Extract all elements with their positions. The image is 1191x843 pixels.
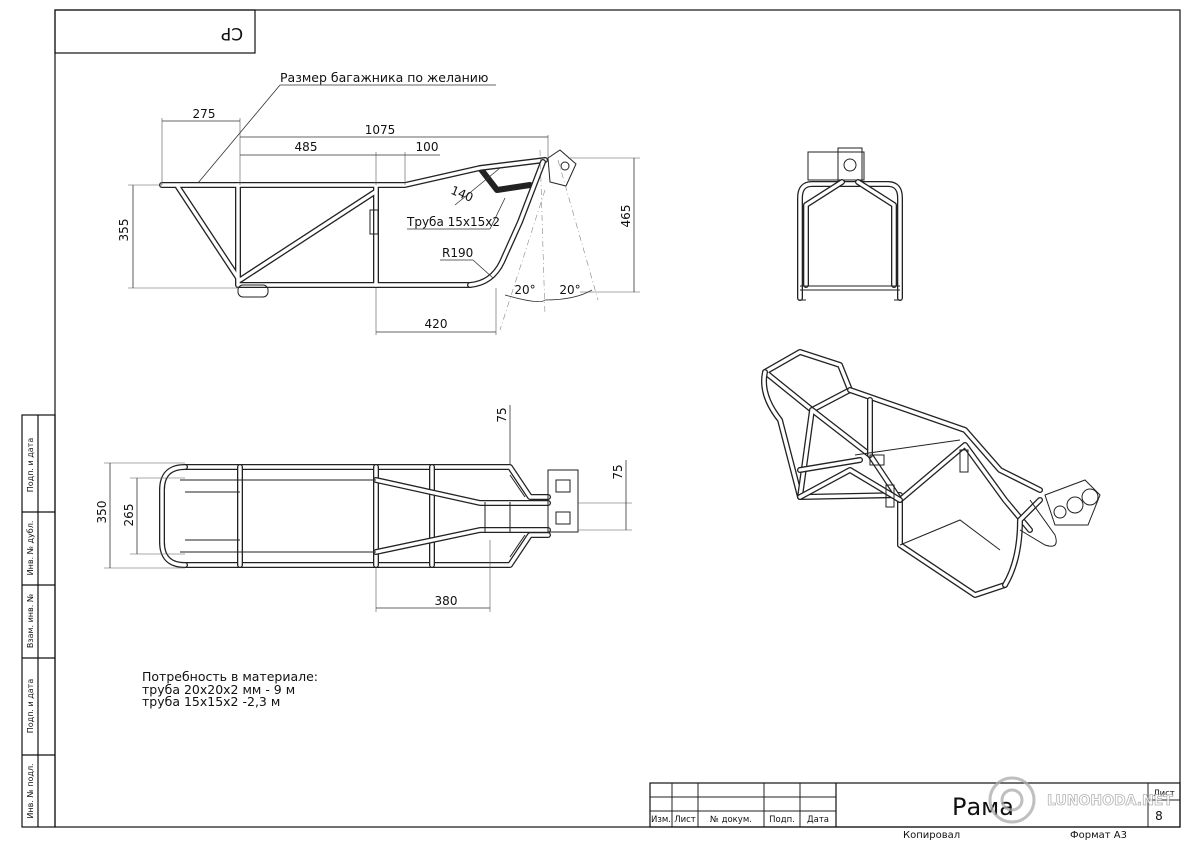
watermark: LUNOHODA.NET	[988, 776, 1174, 824]
side-stamp-1: Подп. и дата	[26, 438, 35, 493]
dim-380: 380	[435, 594, 458, 608]
side-stamp-column: Подп. и дата Инв. № дубл. Взам. инв. № П…	[21, 414, 56, 828]
angle-2: 20°	[559, 283, 580, 297]
sheet-number: 8	[1155, 809, 1163, 823]
stamp-box: СР	[54, 9, 256, 54]
copied-label: Копировал	[903, 830, 960, 841]
tb-header-date: Дата	[807, 815, 829, 825]
sheet-label: Лист	[1153, 789, 1175, 799]
tb-header-doc: № докум.	[710, 815, 752, 825]
format-label: Формат А3	[1070, 830, 1127, 841]
side-view-frame	[159, 149, 577, 298]
dim-1075: 1075	[365, 123, 396, 137]
dim-265: 265	[122, 504, 136, 527]
dim-275: 275	[193, 107, 216, 121]
side-view: 275 1075 485 100 140 Размер багажника по…	[117, 70, 640, 335]
dim-75-top: 75	[495, 407, 509, 422]
watermark-text: LUNOHODA.NET	[1047, 793, 1173, 809]
isometric-view	[761, 349, 1101, 598]
tb-header-izm: Изм.	[651, 815, 671, 825]
dim-355: 355	[117, 219, 131, 242]
top-view: 350 265 75 75 380	[95, 405, 632, 612]
tb-header-list: Лист	[674, 815, 696, 825]
materials-line-2: труба 15х15х2 -2,3 м	[142, 694, 280, 709]
dim-465: 465	[619, 205, 633, 228]
dim-485: 485	[295, 140, 318, 154]
side-stamp-2: Инв. № дубл.	[26, 521, 35, 576]
side-stamp-5: Инв. № подл.	[26, 763, 35, 818]
side-stamp-4: Подп. и дата	[26, 679, 35, 734]
radius-label: R190	[442, 246, 473, 260]
front-view	[797, 147, 903, 301]
stamp-code: СР	[221, 23, 243, 43]
dim-75-right: 75	[611, 464, 625, 479]
side-stamp-3: Взам. инв. №	[26, 593, 35, 648]
tube-label: Труба 15х15х2	[406, 215, 500, 229]
dim-420: 420	[425, 317, 448, 331]
dim-140: 140	[449, 183, 475, 205]
materials-heading: Потребность в материале:	[142, 669, 318, 684]
angle-1: 20°	[514, 283, 535, 297]
materials-line-1: труба 20х20х2 мм - 9 м	[142, 682, 295, 697]
note-trunk: Размер багажника по желанию	[280, 70, 488, 85]
dim-350: 350	[95, 501, 109, 524]
materials-note: Потребность в материале: труба 20х20х2 м…	[142, 669, 318, 709]
title-block: Изм. Лист № докум. Подп. Дата Рама Лист …	[649, 782, 1181, 841]
dim-100: 100	[416, 140, 439, 154]
tb-header-sign: Подп.	[769, 815, 795, 825]
